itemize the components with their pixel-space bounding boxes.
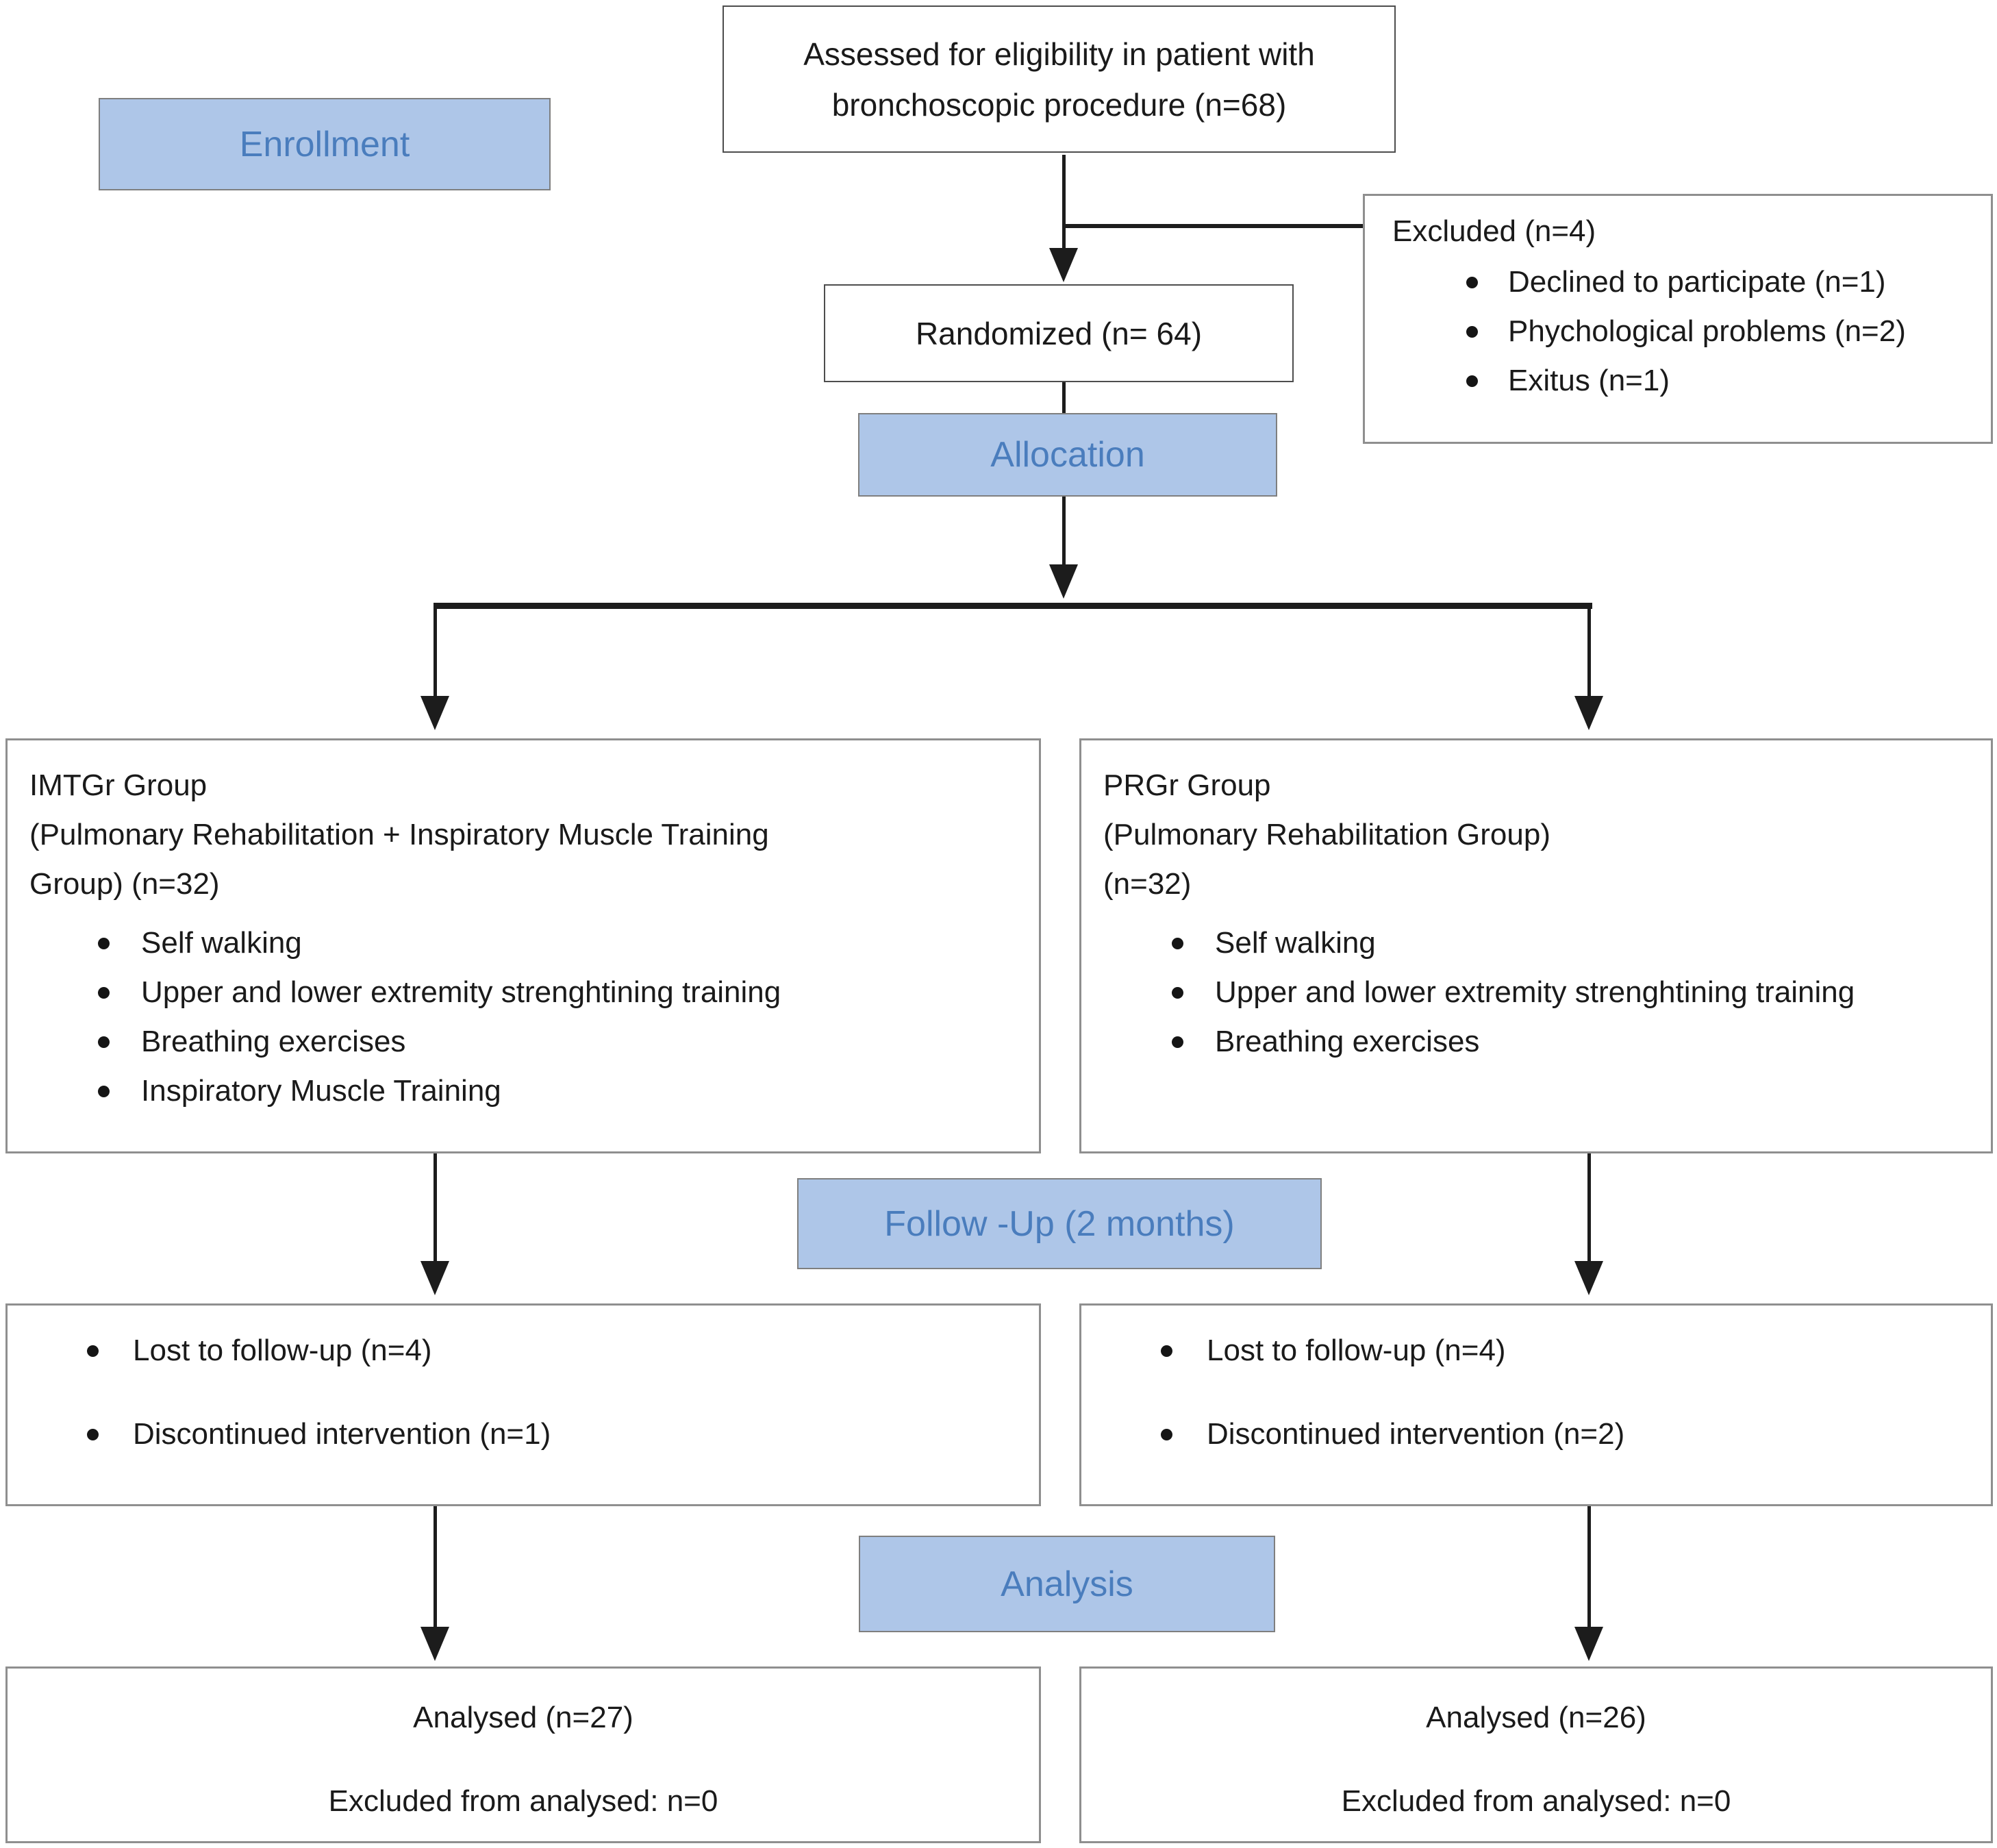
analysed-right-line-1: Analysed (n=26) xyxy=(1426,1701,1646,1734)
connector-left-group-to-followup xyxy=(434,1153,437,1261)
randomized-box: Randomized (n= 64) xyxy=(824,284,1294,382)
excluded-item: Phychological problems (n=2) xyxy=(1466,307,1974,356)
excluded-item: Exitus (n=1) xyxy=(1466,356,1974,405)
stage-allocation: Allocation xyxy=(858,413,1277,497)
arrowhead-down-icon xyxy=(420,696,449,730)
connector-randomized-to-allocation xyxy=(1062,382,1066,414)
stage-follow-up-label: Follow -Up (2 months) xyxy=(884,1203,1235,1244)
stage-analysis-label: Analysis xyxy=(1001,1564,1133,1604)
connector-allocation-to-split xyxy=(1062,497,1066,564)
followup-right-item: Discontinued intervention (n=2) xyxy=(1103,1410,1973,1459)
arrowhead-down-icon xyxy=(420,1627,449,1661)
imtgr-group-box: IMTGr Group (Pulmonary Rehabilitation + … xyxy=(5,738,1041,1153)
prgr-item: Self walking xyxy=(1103,919,1973,968)
stage-allocation-label: Allocation xyxy=(990,435,1145,475)
prgr-group-box: PRGr Group (Pulmonary Rehabilitation Gro… xyxy=(1079,738,1993,1153)
stage-follow-up: Follow -Up (2 months) xyxy=(797,1178,1322,1269)
imtgr-item: Upper and lower extremity strenghtining … xyxy=(29,968,1021,1017)
assessed-line-1: Assessed for eligibility in patient with xyxy=(803,36,1315,72)
connector-split-bar xyxy=(434,603,1592,609)
followup-left-item: Lost to follow-up (n=4) xyxy=(29,1326,1021,1375)
randomized-label: Randomized (n= 64) xyxy=(915,315,1203,351)
bullet-icon xyxy=(1466,276,1478,288)
bullet-icon xyxy=(1466,325,1478,338)
prgr-title-line: (n=32) xyxy=(1103,867,1192,901)
connector-left-followup-to-analysed xyxy=(434,1506,437,1627)
prgr-item: Breathing exercises xyxy=(1103,1017,1973,1066)
assessed-line-2: bronchoscopic procedure (n=68) xyxy=(831,86,1287,123)
stage-analysis: Analysis xyxy=(859,1536,1275,1632)
prgr-title-line: (Pulmonary Rehabilitation Group) xyxy=(1103,818,1550,851)
excluded-item: Declined to participate (n=1) xyxy=(1466,258,1974,307)
bullet-icon xyxy=(1172,1036,1183,1048)
arrowhead-down-icon xyxy=(1574,696,1603,730)
bullet-icon xyxy=(87,1345,99,1357)
analysed-right-box: Analysed (n=26) Excluded from analysed: … xyxy=(1079,1666,1993,1843)
connector-assessed-to-randomized xyxy=(1062,155,1066,248)
analysed-left-line-1: Analysed (n=27) xyxy=(413,1701,633,1734)
prgr-item: Upper and lower extremity strenghtining … xyxy=(1103,968,1973,1017)
arrowhead-down-icon xyxy=(1049,564,1078,599)
connector-branch-to-excluded xyxy=(1064,224,1363,228)
excluded-title: Excluded (n=4) xyxy=(1392,214,1596,248)
bullet-icon xyxy=(98,1036,110,1048)
followup-right-item: Lost to follow-up (n=4) xyxy=(1103,1326,1973,1375)
excluded-box: Excluded (n=4) Declined to participate (… xyxy=(1363,194,1993,444)
followup-left-item: Discontinued intervention (n=1) xyxy=(29,1410,1021,1459)
imtgr-item: Self walking xyxy=(29,919,1021,968)
analysed-right-line-2: Excluded from analysed: n=0 xyxy=(1341,1784,1731,1818)
connector-right-followup-to-analysed xyxy=(1587,1506,1591,1627)
connector-right-group-to-followup xyxy=(1587,1153,1591,1261)
bullet-icon xyxy=(1466,375,1478,387)
bullet-icon xyxy=(1161,1345,1172,1357)
connector-split-to-right-group xyxy=(1587,609,1591,696)
arrowhead-down-icon xyxy=(1574,1627,1603,1661)
stage-enrollment: Enrollment xyxy=(99,98,551,190)
bullet-icon xyxy=(1161,1428,1172,1440)
bullet-icon xyxy=(98,1085,110,1097)
prgr-title-line: PRGr Group xyxy=(1103,769,1271,802)
imtgr-title-line: Group) (n=32) xyxy=(29,867,220,901)
imtgr-title-line: (Pulmonary Rehabilitation + Inspiratory … xyxy=(29,818,769,851)
stage-enrollment-label: Enrollment xyxy=(239,124,410,164)
arrowhead-down-icon xyxy=(1049,248,1078,282)
followup-right-box: Lost to follow-up (n=4) Discontinued int… xyxy=(1079,1303,1993,1506)
bullet-icon xyxy=(1172,986,1183,999)
imtgr-item: Breathing exercises xyxy=(29,1017,1021,1066)
imtgr-item: Inspiratory Muscle Training xyxy=(29,1066,1021,1116)
analysed-left-line-2: Excluded from analysed: n=0 xyxy=(328,1784,718,1818)
bullet-icon xyxy=(87,1428,99,1440)
arrowhead-down-icon xyxy=(1574,1261,1603,1295)
imtgr-title-line: IMTGr Group xyxy=(29,769,208,802)
arrowhead-down-icon xyxy=(420,1261,449,1295)
bullet-icon xyxy=(98,986,110,999)
connector-split-to-left-group xyxy=(434,609,437,696)
followup-left-box: Lost to follow-up (n=4) Discontinued int… xyxy=(5,1303,1041,1506)
bullet-icon xyxy=(1172,937,1183,949)
analysed-left-box: Analysed (n=27) Excluded from analysed: … xyxy=(5,1666,1041,1843)
bullet-icon xyxy=(98,937,110,949)
assessed-eligibility-box: Assessed for eligibility in patient with… xyxy=(723,5,1396,153)
